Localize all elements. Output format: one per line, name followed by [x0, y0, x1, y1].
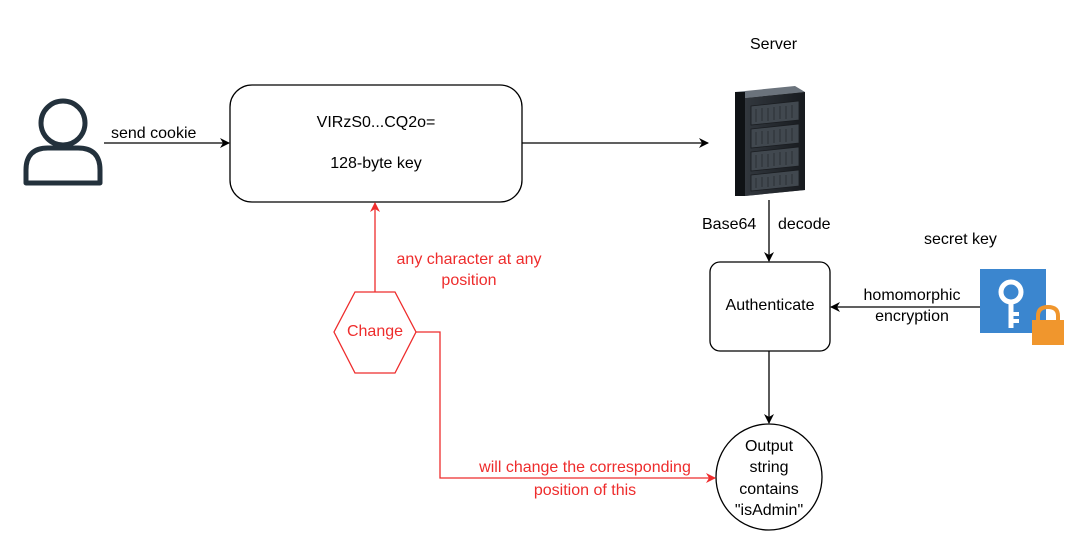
- output-line-2: string: [749, 459, 789, 476]
- authenticate-label: Authenticate: [725, 297, 815, 314]
- cookie-value-label: VIRzS0...CQ2o=: [316, 114, 436, 131]
- user-icon: [23, 98, 103, 186]
- encryption-label: encryption: [875, 308, 949, 325]
- server-rack-icon: [735, 86, 805, 196]
- position-label: position: [441, 272, 497, 289]
- cookie-key-label: 128-byte key: [330, 155, 422, 172]
- output-line-4: "isAdmin": [734, 502, 804, 519]
- position-of-this-label: position of this: [533, 482, 637, 499]
- change-to-output-arrow: [416, 331, 716, 483]
- change-hexagon: [333, 291, 417, 374]
- homomorphic-label: homomorphic: [863, 287, 961, 304]
- any-character-label: any character at any: [396, 251, 542, 268]
- output-line-1: Output: [744, 438, 794, 455]
- server-title: Server: [750, 36, 798, 53]
- cookie-box: [229, 84, 523, 203]
- output-line-3: contains: [739, 481, 799, 498]
- secret-key-label: secret key: [924, 231, 997, 248]
- change-label: Change: [346, 323, 404, 340]
- send-cookie-label: send cookie: [111, 125, 197, 142]
- output-circle: [715, 423, 823, 531]
- base64-label: Base64: [702, 216, 757, 233]
- decode-label: decode: [778, 216, 831, 233]
- will-change-label: will change the corresponding: [479, 459, 691, 476]
- key-lock-icon: [980, 269, 1064, 345]
